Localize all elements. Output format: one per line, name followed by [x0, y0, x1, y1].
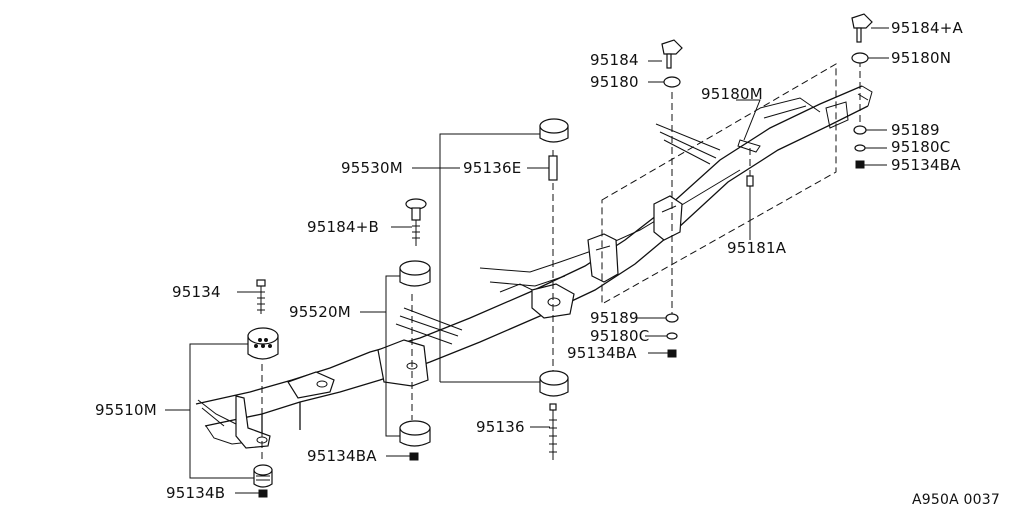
label-95510m: 95510M [95, 401, 157, 419]
label-95136e: 95136E [463, 159, 522, 177]
label-95189-top: 95189 [891, 121, 940, 139]
washer-95180c-mid-icon [666, 332, 678, 340]
label-95530m: 95530M [341, 159, 403, 177]
washer-95180n-icon [851, 52, 869, 64]
leader-lines [165, 27, 889, 494]
label-95134ba-mid: 95134BA [567, 344, 637, 362]
bushing-95510m-lower-icon [253, 464, 273, 488]
nut-95134ba-mid-icon [667, 349, 677, 358]
bolt-95184b-icon [405, 198, 427, 246]
bushing-95520m-lower-icon [399, 420, 431, 447]
rear-mount-brackets [587, 195, 683, 283]
label-95181a: 95181A [727, 239, 787, 257]
label-95189-mid: 95189 [590, 309, 639, 327]
cross-members [197, 97, 821, 445]
label-95134ba-bottom: 95134BA [307, 447, 377, 465]
nut-95134ba-top-icon [855, 160, 865, 169]
washer-95180-icon [663, 76, 681, 88]
label-95134: 95134 [172, 283, 221, 301]
washer-95189-top-icon [853, 125, 867, 135]
label-95180c-top: 95180C [891, 138, 951, 156]
bolt-95181a-icon [746, 175, 754, 187]
bushing-95520m-upper-icon [399, 260, 431, 287]
bolt-95136-icon [549, 403, 557, 460]
label-95180: 95180 [590, 73, 639, 91]
label-95520m: 95520M [289, 303, 351, 321]
front-mount-bracket [235, 371, 335, 449]
label-95180n: 95180N [891, 49, 952, 67]
clip-95184a-icon [851, 13, 873, 43]
bushing-95530m-lower-icon [539, 370, 569, 397]
sleeve-95136e-icon [548, 155, 558, 181]
washer-95189-mid-icon [665, 313, 679, 323]
bolt-95134-icon [256, 279, 266, 314]
figure-id: A950A 0037 [912, 492, 1000, 508]
rear-assembly-dashed-box [601, 63, 837, 305]
label-95184-plus-a: 95184+A [891, 19, 963, 37]
label-95134b: 95134B [166, 484, 226, 502]
label-95134ba-top: 95134BA [891, 156, 961, 174]
nut-95134ba-bottom-icon [409, 452, 419, 461]
label-95136: 95136 [476, 418, 525, 436]
washer-95180c-top-icon [854, 144, 866, 152]
label-95180m: 95180M [701, 85, 763, 103]
label-95180c-mid: 95180C [590, 327, 650, 345]
bolt-95180m-icon [737, 139, 761, 153]
bushing-95530m-upper-icon [539, 118, 569, 143]
nut-95134b-icon [258, 489, 268, 498]
bushing-95510m-upper-icon [247, 327, 279, 360]
label-95184: 95184 [590, 51, 639, 69]
center-mount-bracket [377, 283, 575, 387]
label-95184-plus-b: 95184+B [307, 218, 379, 236]
clip-95184-icon [661, 39, 683, 69]
